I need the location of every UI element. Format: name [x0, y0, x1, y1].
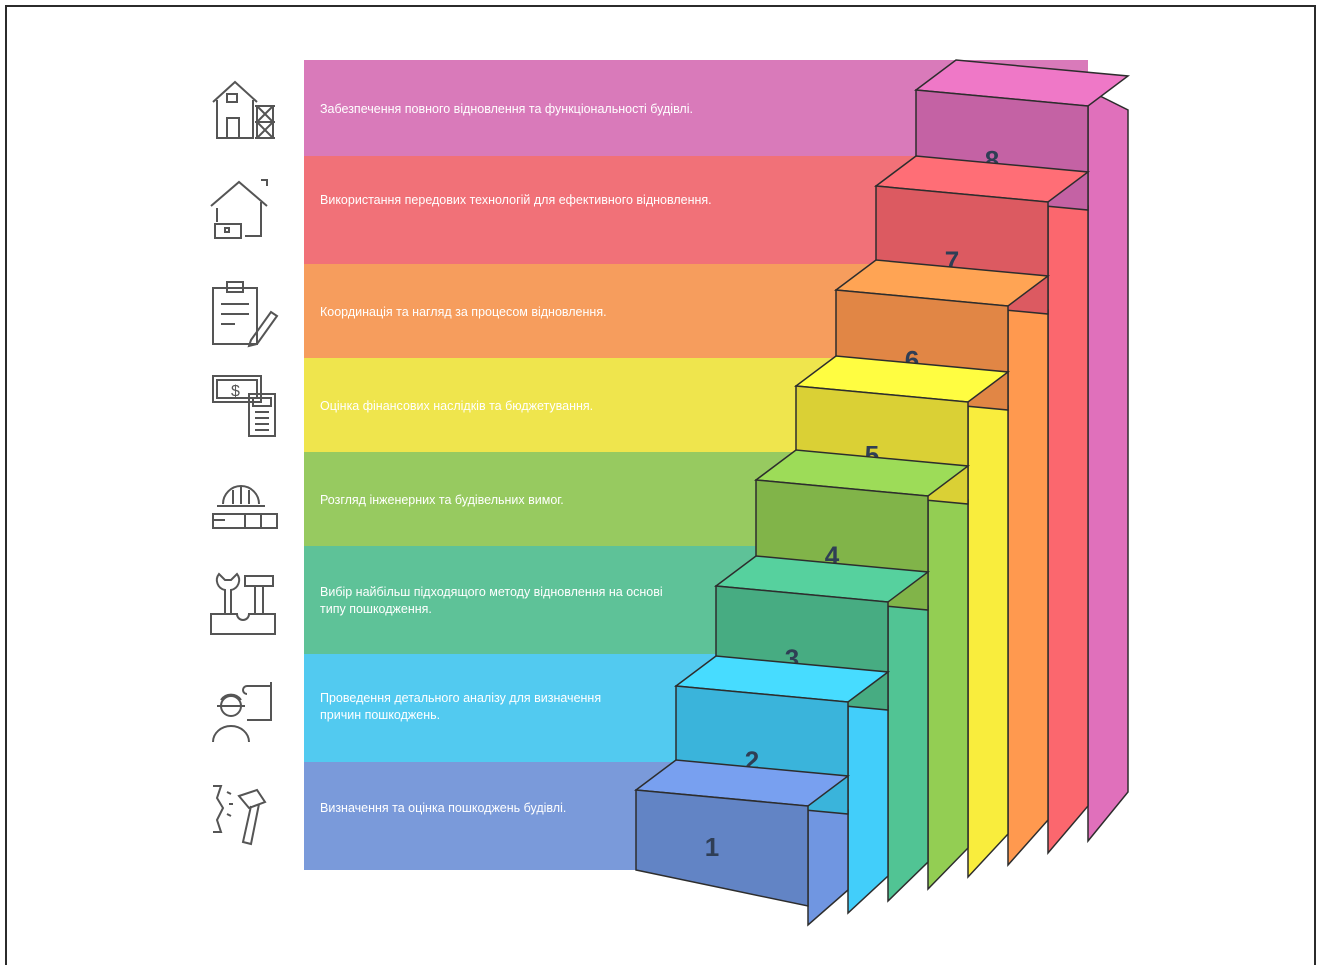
- step-1-text: Визначення та оцінка пошкоджень будівлі.: [320, 801, 567, 815]
- svg-text:$: $: [231, 383, 240, 400]
- house-scaffold-icon: [205, 72, 281, 148]
- smart-home-icon: [205, 172, 281, 248]
- step-8-text: Забезпечення повного відновлення та функ…: [320, 102, 693, 116]
- hardhat-ruler-icon: [205, 466, 281, 542]
- step-6-text: Координація та нагляд за процесом віднов…: [320, 305, 607, 319]
- clipboard-pencil-icon: [205, 276, 281, 352]
- step-2-text: Проведення детального аналізу для визнач…: [320, 691, 602, 722]
- step-5-text: Оцінка фінансових наслідків та бюджетува…: [320, 399, 594, 413]
- step-4-text: Розгляд інженерних та будівельних вимог.: [320, 493, 564, 507]
- step-1-number: 1: [705, 832, 719, 862]
- step-3-text: Вибір найбільш підходящого методу віднов…: [320, 585, 663, 616]
- money-calculator-icon: $: [205, 368, 281, 444]
- frame-border: [5, 5, 1316, 965]
- engineer-blueprint-icon: [205, 672, 281, 748]
- step-1-front: [635, 789, 809, 907]
- step-7-text: Використання передових технологій для еф…: [320, 193, 712, 207]
- hammer-crack-icon: [205, 776, 281, 852]
- toolbox-icon: [205, 566, 281, 642]
